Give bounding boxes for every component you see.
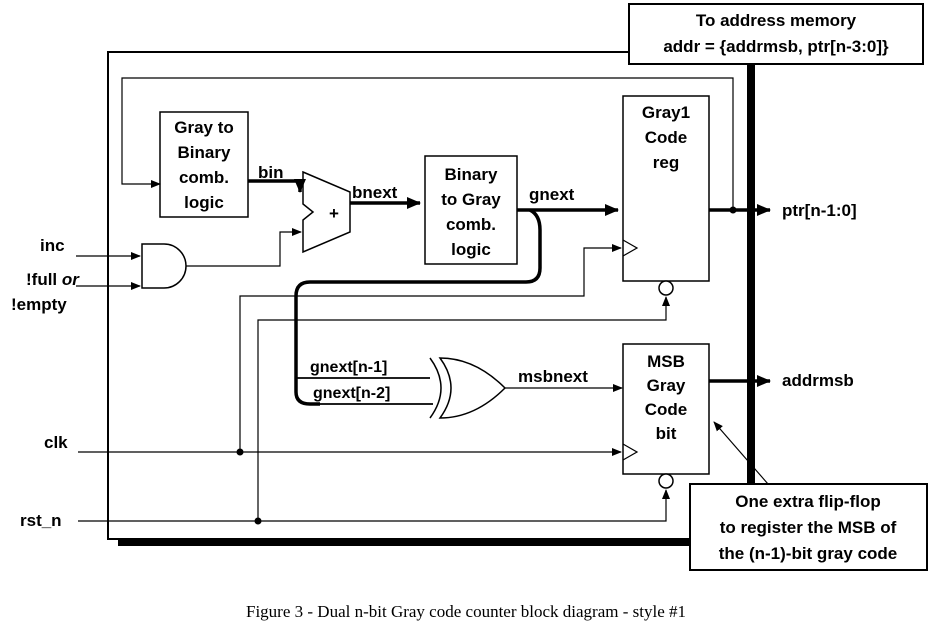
binary-to-gray-line-3: comb. xyxy=(446,215,496,234)
extra-flipflop-callout: One extra flip-flop to register the MSB … xyxy=(689,483,928,571)
msb-reg-line-2: Gray xyxy=(647,376,686,395)
clk-input-label: clk xyxy=(44,433,68,452)
msb-reg-line-3: Code xyxy=(645,400,688,419)
extra-flipflop-line-3: the (n-1)-bit gray code xyxy=(719,544,898,563)
module-enclosure xyxy=(107,51,755,546)
binary-to-gray-line-1: Binary xyxy=(445,165,498,184)
rst-n-input-label: rst_n xyxy=(20,511,62,530)
gray-to-binary-line-4: logic xyxy=(184,193,224,212)
msb-reg-line-4: bit xyxy=(656,424,677,443)
msb-reset-bubble xyxy=(658,473,674,489)
adder: + xyxy=(302,170,351,254)
gray1-code-register: Gray1 Code reg xyxy=(622,95,710,296)
gray-to-binary-line-3: comb. xyxy=(179,168,229,187)
gnext-n2-label: gnext[n-2] xyxy=(313,385,390,402)
gray-to-binary-block: Gray to Binary comb. logic xyxy=(159,111,249,218)
gray1-reg-line-3: reg xyxy=(653,153,679,172)
gray1-reset-bubble xyxy=(658,280,674,296)
full-or-input-label: !full or xyxy=(26,270,80,289)
adder-plus-symbol: + xyxy=(329,204,339,223)
address-memory-callout: To address memory addr = {addrmsb, ptr[n… xyxy=(628,3,924,65)
msb-clock-triangle xyxy=(622,443,639,461)
inc-input-label: inc xyxy=(40,236,65,255)
bnext-label: bnext xyxy=(352,183,398,202)
figure-caption: Figure 3 - Dual n-bit Gray code counter … xyxy=(246,602,686,621)
gray-to-binary-line-1: Gray to xyxy=(174,118,234,137)
binary-to-gray-line-2: to Gray xyxy=(441,190,501,209)
addrmsb-output-label: addrmsb xyxy=(782,371,854,390)
extra-flipflop-line-1: One extra flip-flop xyxy=(735,492,880,511)
bin-label: bin xyxy=(258,163,284,182)
wiring xyxy=(76,77,771,525)
gray1-reg-line-2: Code xyxy=(645,128,688,147)
address-memory-line-1: To address memory xyxy=(696,11,857,30)
gray-to-binary-line-2: Binary xyxy=(178,143,231,162)
msb-reg-line-1: MSB xyxy=(647,352,685,371)
ptr-output-label: ptr[n-1:0] xyxy=(782,201,857,220)
binary-to-gray-line-4: logic xyxy=(451,240,491,259)
address-memory-line-2: addr = {addrmsb, ptr[n-3:0]} xyxy=(663,37,889,56)
extra-flipflop-line-2: to register the MSB of xyxy=(720,518,897,537)
msbnext-label: msbnext xyxy=(518,367,588,386)
gray1-reg-line-1: Gray1 xyxy=(642,103,690,122)
gnext-n1-label: gnext[n-1] xyxy=(310,359,387,376)
gnext-label: gnext xyxy=(529,185,575,204)
msb-gray-code-register: MSB Gray Code bit xyxy=(622,343,710,489)
and-gate xyxy=(141,243,187,289)
xor-gate xyxy=(429,357,507,419)
empty-input-label: !empty xyxy=(11,295,67,314)
binary-to-gray-block: Binary to Gray comb. logic xyxy=(424,155,518,265)
gray1-clock-triangle xyxy=(622,239,639,257)
